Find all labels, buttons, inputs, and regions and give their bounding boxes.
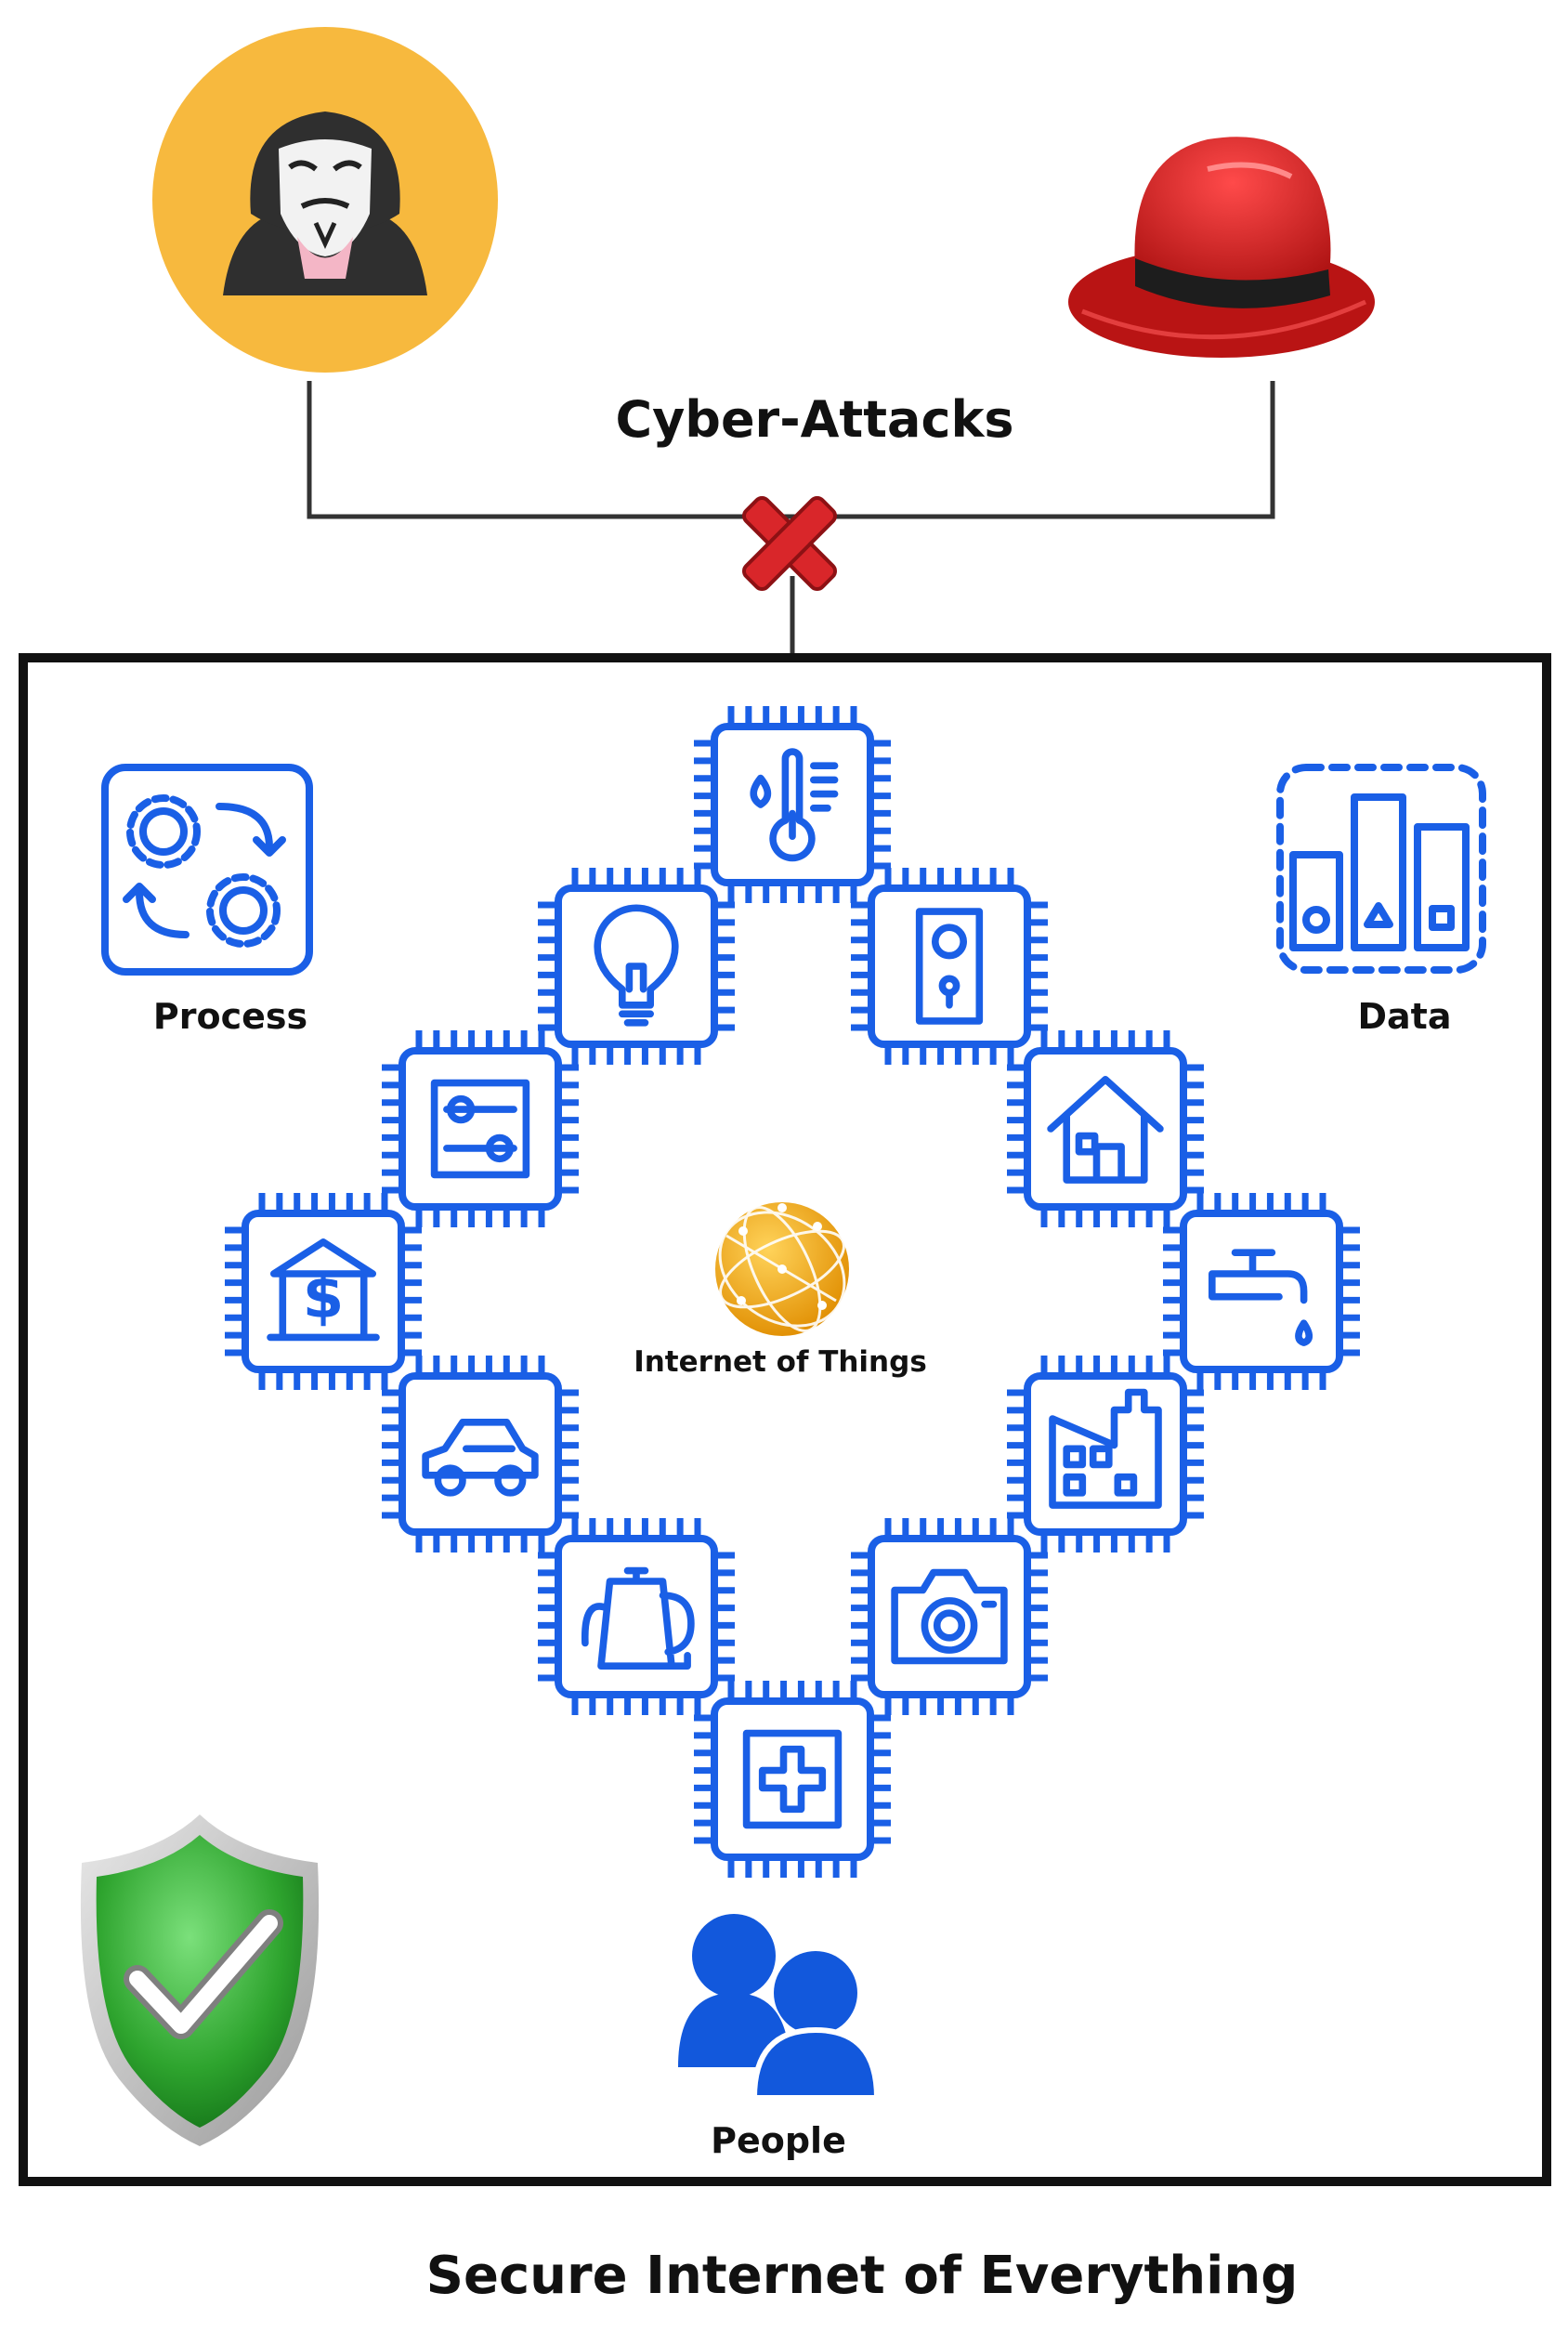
iot-chip <box>538 868 735 1065</box>
people-icon <box>678 1914 881 2101</box>
data-icon <box>1276 764 1486 974</box>
iot-chip <box>694 1681 891 1878</box>
block-cross-icon <box>741 495 838 592</box>
iot-chip-ring: $ <box>225 706 1360 1878</box>
iot-chip: $ <box>225 1193 422 1390</box>
doorbell-icon <box>915 908 984 1025</box>
dollar-symbol: $ <box>303 1264 345 1332</box>
iot-chip <box>1007 1030 1204 1227</box>
switch-panel-icon <box>430 1079 530 1179</box>
globe-icon <box>715 1202 849 1336</box>
light-bulb-icon <box>594 904 679 1027</box>
data-label: Data <box>1358 996 1452 1037</box>
car-icon <box>422 1418 539 1497</box>
red-hat-icon <box>1068 137 1375 358</box>
process-label: Process <box>153 996 307 1037</box>
iot-chip <box>1007 1356 1204 1552</box>
attack-connector <box>307 381 1275 658</box>
iot-chip <box>851 1518 1048 1715</box>
kettle-icon <box>581 1566 695 1670</box>
footer-caption: Secure Internet of Everything <box>426 2246 1299 2306</box>
process-icon <box>101 764 313 976</box>
iot-chip <box>694 706 891 903</box>
iot-chip <box>382 1356 579 1552</box>
shield-check-icon <box>80 1815 320 2146</box>
iot-chip <box>1163 1193 1360 1390</box>
thermometer-icon <box>750 748 839 862</box>
hacker-icon <box>152 27 498 373</box>
house-icon <box>1047 1075 1164 1184</box>
secure-zone-frame <box>19 653 1551 2186</box>
iot-chip <box>538 1518 735 1715</box>
medical-cross-icon <box>742 1729 843 1829</box>
faucet-icon <box>1208 1249 1313 1346</box>
cyber-attacks-label: Cyber-Attacks <box>615 390 1013 449</box>
factory-icon <box>1049 1388 1162 1509</box>
iot-center-label: Internet of Things <box>634 1345 927 1379</box>
bank-icon <box>267 1238 380 1342</box>
iot-chip <box>851 868 1048 1065</box>
people-label: People <box>711 2120 846 2161</box>
iot-chip <box>382 1030 579 1227</box>
